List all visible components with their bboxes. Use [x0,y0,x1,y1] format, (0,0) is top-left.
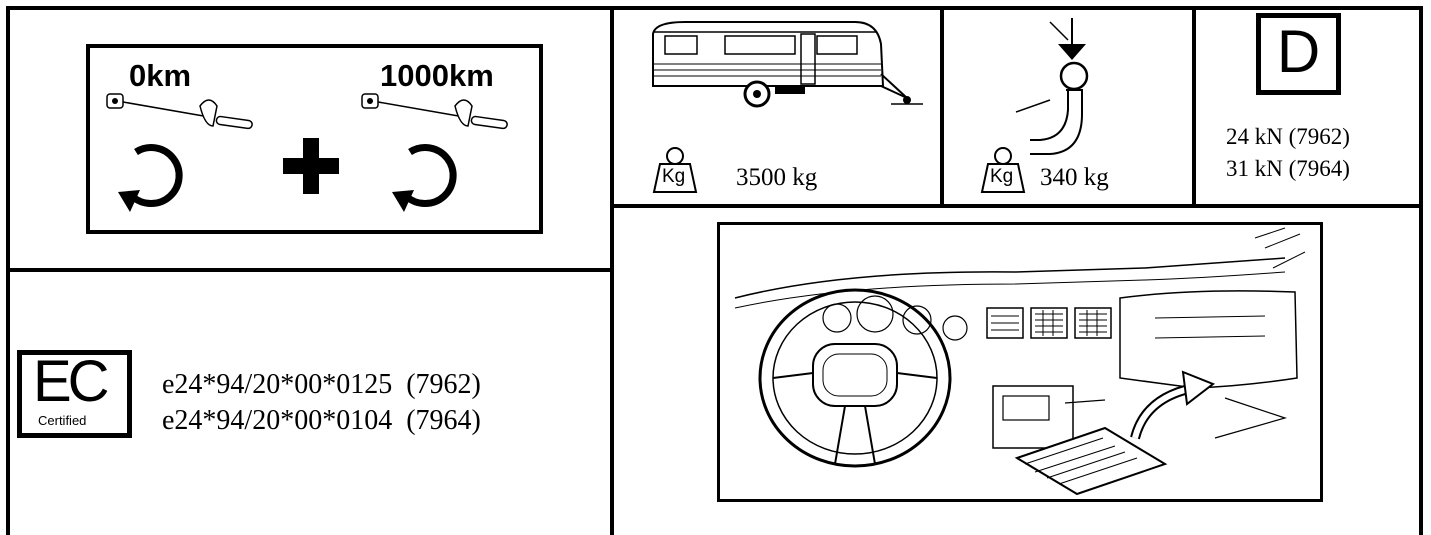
d-value-letter: D [1276,18,1321,85]
ec-certified-badge [17,350,132,438]
label-0km: 0km [129,58,192,93]
cert-code-model: (7964) [406,405,481,436]
plus-icon [283,138,339,194]
nose-kg-label: Kg [990,166,1014,187]
torque-wrench-icon [361,93,508,130]
trailer-load-value: 3500 kg [736,164,818,191]
torque-wrench-icon [106,93,253,130]
torque-panel [86,44,543,234]
cert-code-2: e24*94/20*00*0104 (7964) [162,405,481,437]
divider-right-horizontal [610,204,1423,208]
d-value-line-2: 31 kN (7964) [1226,156,1350,181]
caravan-trailer-icon [652,21,923,108]
dashboard-glovebox-illustration [734,227,1306,496]
weight-icon [652,147,698,193]
nose-load-value: 340 kg [1040,164,1109,191]
dashboard-illustration-frame [717,222,1323,502]
ec-badge-letters: EC [33,349,110,414]
divider-left-horizontal [6,268,614,272]
cert-code-value: e24*94/20*00*0104 [162,405,393,436]
frame-top [6,6,1423,10]
cert-code-1: e24*94/20*00*0125 (7962) [162,369,481,401]
weight-icon [980,147,1026,193]
cert-code-value: e24*94/20*00*0125 [162,369,393,400]
tow-ball-load-icon [1015,18,1089,155]
rotate-clockwise-icon [118,144,183,212]
trailer-kg-label: Kg [662,166,686,187]
divider-right-1 [940,6,944,208]
d-value-badge [1256,13,1341,95]
label-1000km: 1000km [380,58,494,93]
d-value-line-1: 24 kN (7962) [1226,124,1350,149]
cert-code-model: (7962) [406,369,481,400]
divider-right-2 [1192,6,1196,208]
frame-right [1419,6,1423,535]
rotate-clockwise-icon [392,144,457,212]
ec-badge-caption: Certified [38,413,87,428]
